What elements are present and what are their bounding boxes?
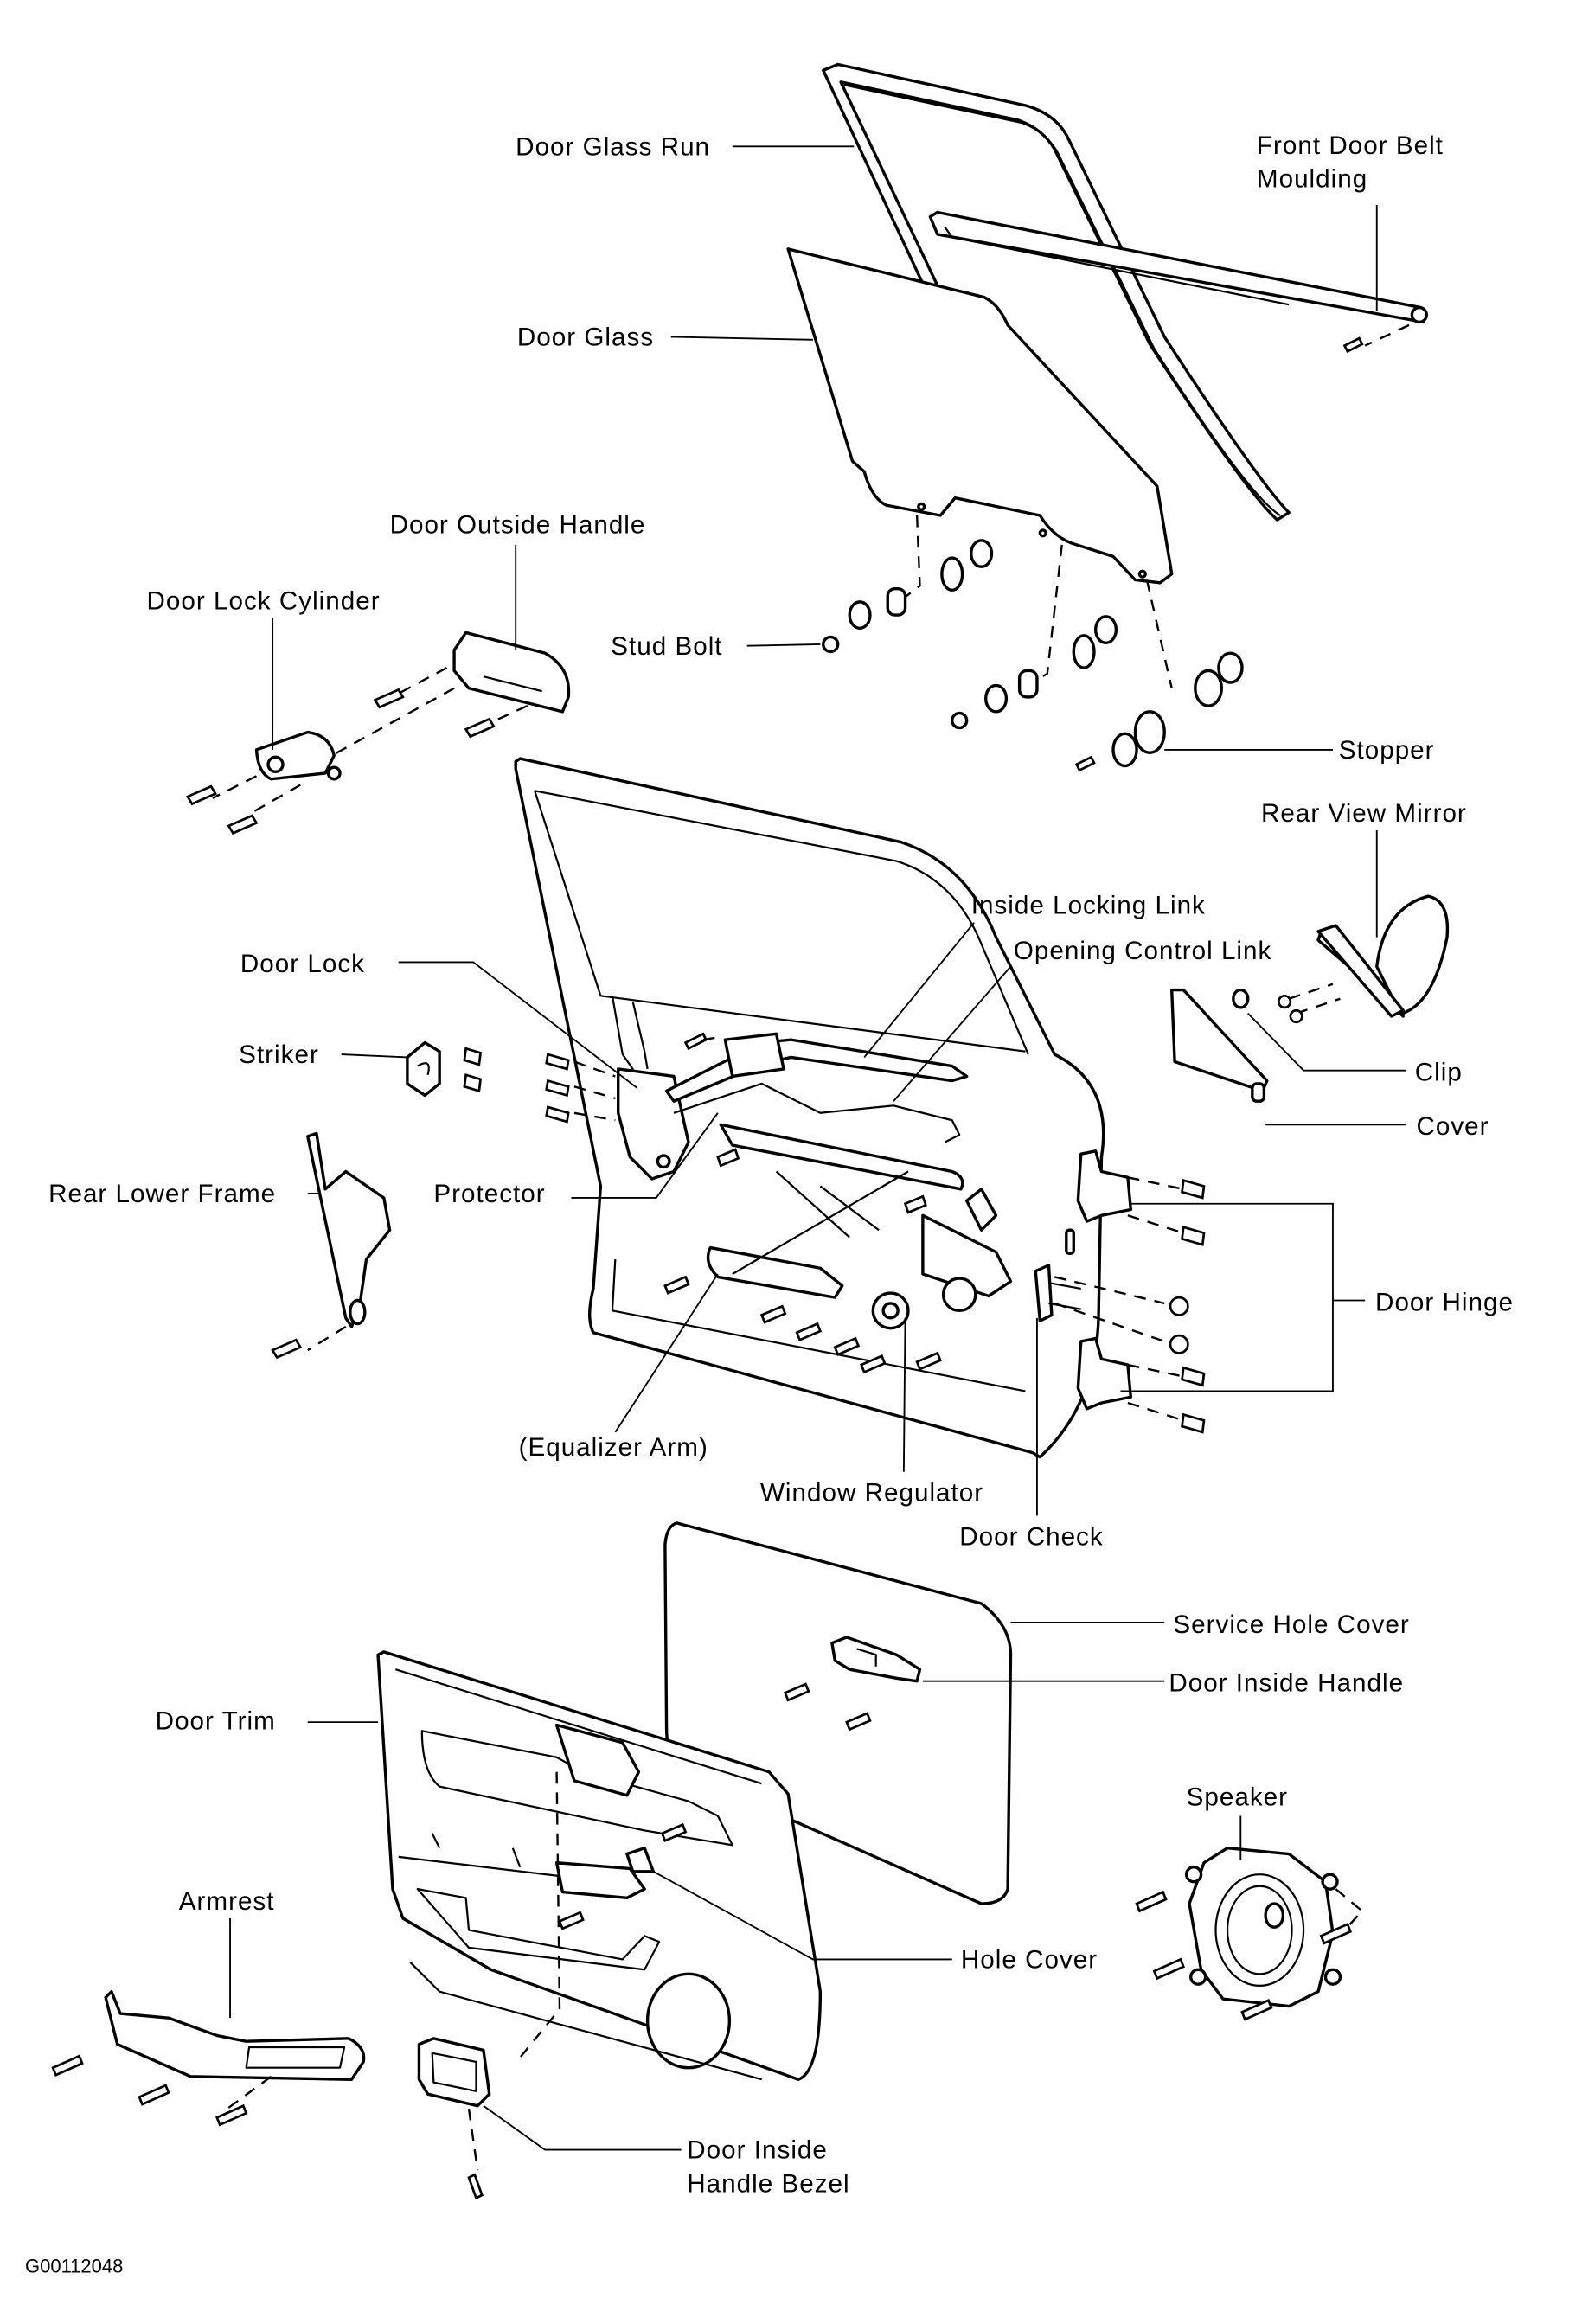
- opening-control-link: [673, 1032, 961, 1143]
- label-door-outside-handle: Door Outside Handle: [390, 510, 646, 539]
- label-rear-lower-frame: Rear Lower Frame: [48, 1180, 276, 1208]
- mirror-clip: [1232, 988, 1250, 1009]
- figure-code: G00112048: [25, 2256, 123, 2277]
- label-protector: Protector: [433, 1180, 545, 1208]
- rear-lower-frame: [271, 1131, 392, 1360]
- door-hinge-upper: [1076, 1149, 1206, 1246]
- label-stopper: Stopper: [1339, 736, 1435, 765]
- door-lock-cylinder: [185, 730, 342, 835]
- label-door-check: Door Check: [959, 1522, 1104, 1551]
- label-door-lock-cylinder: Door Lock Cylinder: [147, 586, 381, 615]
- label-striker: Striker: [239, 1040, 319, 1069]
- door-outside-handle: [307, 631, 571, 770]
- label-door-inside-handle: Door Inside Handle: [1169, 1669, 1404, 1698]
- door-check: [1034, 1228, 1189, 1354]
- label-service-hole-cover: Service Hole Cover: [1173, 1610, 1409, 1639]
- door-glass-run: [822, 62, 1291, 522]
- label-door-glass-run: Door Glass Run: [516, 132, 710, 161]
- armrest: [51, 1989, 366, 2127]
- label-opening-control-link: Opening Control Link: [1014, 937, 1271, 965]
- label-equalizer-arm: (Equalizer Arm): [519, 1433, 708, 1462]
- rear-view-mirror: [1277, 894, 1450, 1024]
- door-glass: [786, 247, 1174, 585]
- label-door-trim: Door Trim: [156, 1707, 276, 1736]
- speaker: [1135, 1847, 1364, 2021]
- label-window-regulator: Window Regulator: [760, 1478, 983, 1507]
- label-cover: Cover: [1416, 1112, 1489, 1141]
- striker: [406, 1040, 483, 1098]
- leader-lines: [229, 145, 1406, 2151]
- glass-mounting-hardware: [822, 515, 1244, 772]
- door-hinge-lower: [1076, 1336, 1206, 1434]
- label-door-inside-handle-bezel-line2: Handle Bezel: [687, 2170, 849, 2199]
- label-door-inside-handle-bezel-line1: Door Inside: [687, 2136, 828, 2165]
- label-hole-cover: Hole Cover: [961, 1946, 1098, 1975]
- label-speaker: Speaker: [1187, 1783, 1288, 1812]
- mirror-cover: [1170, 988, 1269, 1103]
- label-door-hinge: Door Hinge: [1375, 1288, 1514, 1316]
- label-armrest: Armrest: [179, 1887, 275, 1916]
- door-inside-handle: [783, 1636, 922, 1732]
- label-front-door-belt-moulding-line2: Moulding: [1257, 165, 1367, 194]
- door-inside-handle-bezel: [417, 2037, 491, 2200]
- service-hole-cover: [663, 1521, 1013, 1905]
- label-door-glass: Door Glass: [517, 323, 654, 352]
- front-door-belt-moulding: [928, 210, 1429, 354]
- hole-cover: [554, 1822, 688, 1930]
- part-labels: Door Glass Run Front Door Belt Moulding …: [25, 131, 1514, 2277]
- label-clip: Clip: [1415, 1059, 1463, 1087]
- label-door-lock: Door Lock: [240, 950, 365, 978]
- label-rear-view-mirror: Rear View Mirror: [1261, 799, 1467, 828]
- label-stud-bolt: Stud Bolt: [611, 632, 722, 661]
- label-front-door-belt-moulding-line1: Front Door Belt: [1257, 131, 1444, 160]
- label-inside-locking-link: Inside Locking Link: [971, 892, 1206, 920]
- window-regulator: [663, 1123, 1013, 1374]
